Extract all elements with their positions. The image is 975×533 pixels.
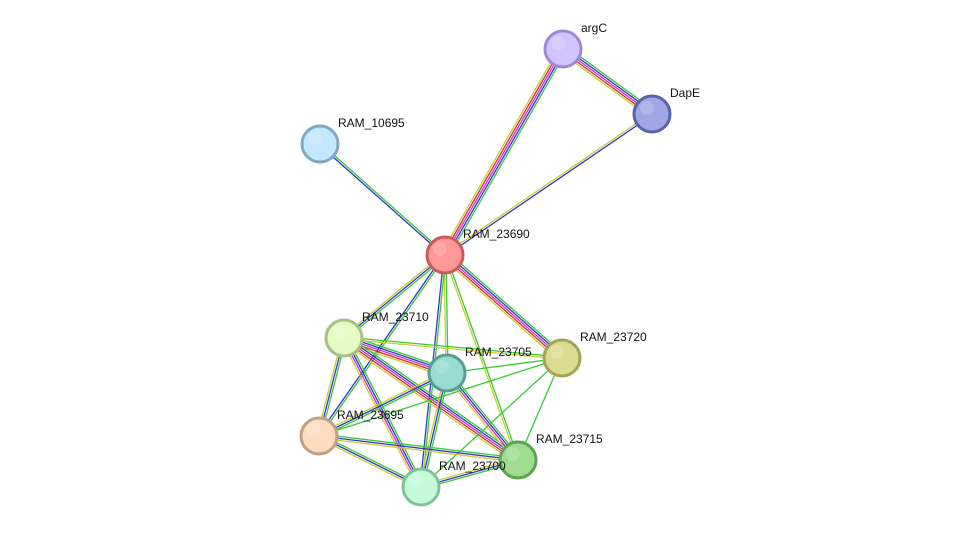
edge-evidence-line	[444, 254, 563, 359]
edge-evidence-line	[319, 374, 449, 439]
edge-evidence-line	[317, 370, 447, 435]
edge-evidence-line	[420, 357, 563, 488]
edge-RAM_23690-RAM_23715	[443, 254, 520, 461]
node-circle[interactable]	[498, 440, 538, 480]
edge-DapE-RAM_23690	[444, 112, 653, 257]
edge-evidence-line	[447, 251, 566, 356]
edge-evidence-line	[318, 435, 519, 461]
node-highlight	[307, 423, 321, 437]
edge-RAM_23710-RAM_23700	[340, 336, 425, 489]
node-highlight	[409, 474, 423, 488]
node-label: RAM_23715	[536, 432, 603, 446]
edge-evidence-line	[418, 372, 446, 487]
node-circle[interactable]	[425, 235, 465, 275]
edge-evidence-line	[422, 373, 450, 488]
edge-evidence-line	[344, 337, 423, 487]
edge-evidence-line	[442, 47, 562, 255]
node-highlight	[435, 360, 449, 374]
edge-evidence-line	[344, 256, 447, 341]
edge-evidence-line	[445, 253, 564, 357]
edge-evidence-line	[341, 340, 517, 464]
node-RAM_23705[interactable]: RAM_23705	[427, 345, 532, 393]
edge-RAM_23720-RAM_23700	[420, 357, 563, 488]
edge-evidence-line	[343, 254, 446, 339]
node-argC[interactable]: argC	[543, 21, 607, 69]
node-label: RAM_23710	[362, 310, 429, 324]
node-label: RAM_23720	[580, 330, 647, 344]
edge-evidence-line	[445, 254, 449, 373]
edge-evidence-line	[344, 335, 520, 459]
edge-evidence-line	[340, 339, 419, 489]
edge-evidence-line	[319, 255, 447, 437]
node-label: argC	[581, 21, 607, 35]
node-RAM_23710[interactable]: RAM_23710	[324, 310, 429, 358]
edge-evidence-line	[343, 338, 562, 360]
network-edges	[316, 45, 655, 490]
node-circle[interactable]	[427, 353, 467, 393]
node-circle[interactable]	[542, 338, 582, 378]
edge-RAM_10695-RAM_23690	[318, 142, 447, 257]
edge-evidence-line	[318, 357, 563, 437]
node-circle[interactable]	[299, 416, 339, 456]
edge-evidence-line	[447, 50, 568, 258]
edge-evidence-line	[443, 255, 518, 461]
node-highlight	[332, 325, 346, 339]
node-circle[interactable]	[300, 124, 340, 164]
node-RAM_23695[interactable]: RAM_23695	[299, 408, 404, 456]
node-label: RAM_23705	[465, 345, 532, 359]
edge-RAM_23695-RAM_23715	[318, 433, 519, 463]
node-RAM_10695[interactable]: RAM_10695	[300, 116, 405, 164]
node-RAM_23715[interactable]: RAM_23715	[498, 432, 603, 480]
edge-argC-RAM_23690	[440, 46, 568, 258]
edge-evidence-line	[445, 114, 653, 257]
network-nodes: argC DapE RAM_10695RAM_23690RAM_23710RAM_2…	[299, 21, 700, 507]
node-label: RAM_23695	[337, 408, 404, 422]
edge-RAM_23705-RAM_23695	[317, 370, 449, 439]
edge-evidence-line	[444, 112, 652, 255]
edge-evidence-line	[342, 338, 421, 488]
edge-evidence-line	[318, 144, 445, 257]
edge-evidence-line	[320, 142, 447, 255]
edge-evidence-line	[318, 437, 518, 463]
node-highlight	[506, 447, 520, 461]
node-circle[interactable]	[401, 467, 441, 507]
edge-evidence-line	[440, 46, 561, 254]
edge-evidence-line	[318, 372, 448, 437]
edge-RAM_23690-RAM_23695	[317, 254, 447, 437]
edge-RAM_23710-RAM_23720	[343, 336, 563, 360]
edge-evidence-line	[343, 337, 519, 461]
node-highlight	[550, 345, 564, 359]
node-label: RAM_23690	[463, 227, 530, 241]
edge-RAM_23720-RAM_23695	[318, 357, 563, 437]
edge-evidence-line	[446, 49, 566, 257]
edge-evidence-line	[345, 334, 521, 458]
node-DapE[interactable]: DapE	[632, 86, 700, 134]
node-label: RAM_23700	[439, 459, 506, 473]
edge-evidence-line	[441, 257, 560, 362]
edge-evidence-line	[342, 252, 445, 337]
edge-evidence-line	[319, 433, 519, 459]
node-RAM_23720[interactable]: RAM_23720	[542, 330, 647, 378]
node-label: RAM_10695	[338, 116, 405, 130]
node-highlight	[551, 36, 565, 50]
node-circle[interactable]	[543, 29, 583, 69]
node-highlight	[433, 242, 447, 256]
node-circle[interactable]	[632, 94, 672, 134]
node-RAM_23690[interactable]: RAM_23690	[425, 227, 530, 275]
node-RAM_23700[interactable]: RAM_23700	[401, 459, 506, 507]
node-highlight	[308, 131, 322, 145]
edge-RAM_23690-RAM_23710	[342, 252, 447, 341]
edge-evidence-line	[346, 336, 425, 486]
node-highlight	[640, 101, 654, 115]
edge-evidence-line	[443, 256, 562, 360]
edge-evidence-line	[317, 254, 445, 436]
edge-evidence-line	[445, 254, 520, 460]
edge-RAM_23690-RAM_23720	[441, 251, 566, 362]
edge-evidence-line	[444, 48, 564, 256]
node-label: DapE	[670, 86, 700, 100]
edge-evidence-line	[344, 336, 563, 358]
node-circle[interactable]	[324, 318, 364, 358]
